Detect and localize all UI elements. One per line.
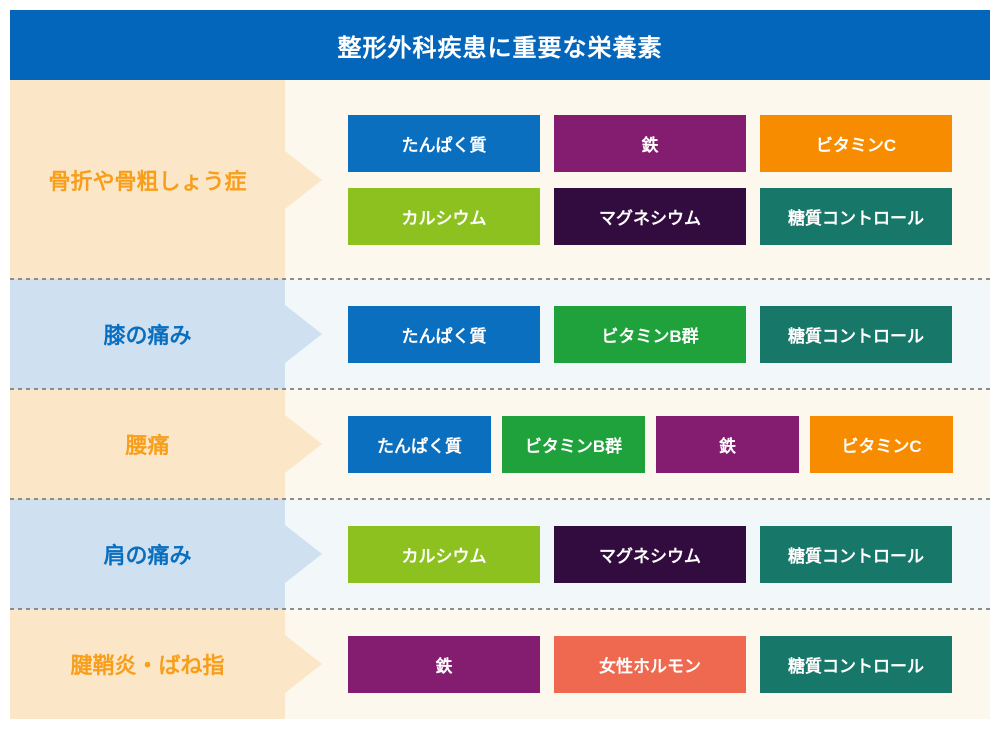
nutrient-tag: ビタミンB群 [502,415,645,473]
nutrient-tag: 糖質コントロール [760,635,952,693]
condition-row: 腱鞘炎・ばね指 鉄女性ホルモン糖質コントロール [10,608,990,719]
nutrient-tag: 糖質コントロール [760,305,952,363]
nutrient-tag-line: たんぱく質ビタミンB群鉄ビタミンC [348,415,990,473]
nutrient-tag: 糖質コントロール [760,187,952,245]
arrow-right-icon [285,150,322,209]
nutrient-tag-line: カルシウムマグネシウム糖質コントロール [348,525,990,583]
nutrient-tag-line: たんぱく質鉄ビタミンC [348,114,990,172]
nutrient-tag: 糖質コントロール [760,525,952,583]
arrow-right-icon [285,635,322,693]
condition-label: 肩の痛み [103,543,192,568]
condition-row: 腰痛 たんぱく質ビタミンB群鉄ビタミンC [10,388,990,499]
nutrient-tag: ビタミンC [810,415,953,473]
nutrient-tag: 鉄 [656,415,799,473]
nutrient-tag-line: カルシウムマグネシウム糖質コントロール [348,187,990,245]
condition-row: 骨折や骨粗しょう症 たんぱく質鉄ビタミンC カルシウムマグネシウム糖質コントロール [10,80,990,279]
nutrient-tag: マグネシウム [554,187,746,245]
nutrient-tag: カルシウム [348,187,540,245]
nutrient-tags-area: たんぱく質ビタミンB群鉄ビタミンC [285,389,990,499]
nutrient-tag: 鉄 [554,114,746,172]
nutrient-tags-area: たんぱく質鉄ビタミンC カルシウムマグネシウム糖質コントロール [285,80,990,279]
arrow-right-icon [285,525,322,583]
arrow-right-icon [285,305,322,363]
nutrient-tag: カルシウム [348,525,540,583]
condition-row: 肩の痛み カルシウムマグネシウム糖質コントロール [10,498,990,609]
nutrient-tag: ビタミンB群 [554,305,746,363]
nutrient-tag-line: たんぱく質ビタミンB群糖質コントロール [348,305,990,363]
nutrient-tags-area: 鉄女性ホルモン糖質コントロール [285,609,990,719]
condition-panel: 骨折や骨粗しょう症 [10,80,322,279]
nutrient-tag: たんぱく質 [348,415,491,473]
condition-label: 腰痛 [125,433,170,458]
condition-panel: 腱鞘炎・ばね指 [10,609,322,719]
nutrient-tag: マグネシウム [554,525,746,583]
header-bar: 整形外科疾患に重要な栄養素 [10,10,990,80]
arrow-right-icon [285,415,322,473]
condition-panel: 膝の痛み [10,279,322,389]
page-title: 整形外科疾患に重要な栄養素 [337,34,663,62]
nutrient-tags-area: たんぱく質ビタミンB群糖質コントロール [285,279,990,389]
condition-panel: 腰痛 [10,389,322,499]
condition-label: 腱鞘炎・ばね指 [70,653,225,678]
condition-label: 膝の痛み [103,323,192,348]
condition-panel: 肩の痛み [10,499,322,609]
nutrient-tag: ビタミンC [760,114,952,172]
nutrient-tag: 鉄 [348,635,540,693]
nutrient-tag: たんぱく質 [348,305,540,363]
nutrient-tag: たんぱく質 [348,114,540,172]
nutrient-tags-area: カルシウムマグネシウム糖質コントロール [285,499,990,609]
nutrient-tag: 女性ホルモン [554,635,746,693]
nutrient-tag-line: 鉄女性ホルモン糖質コントロール [348,635,990,693]
condition-label: 骨折や骨粗しょう症 [48,168,247,194]
condition-row: 膝の痛み たんぱく質ビタミンB群糖質コントロール [10,278,990,389]
